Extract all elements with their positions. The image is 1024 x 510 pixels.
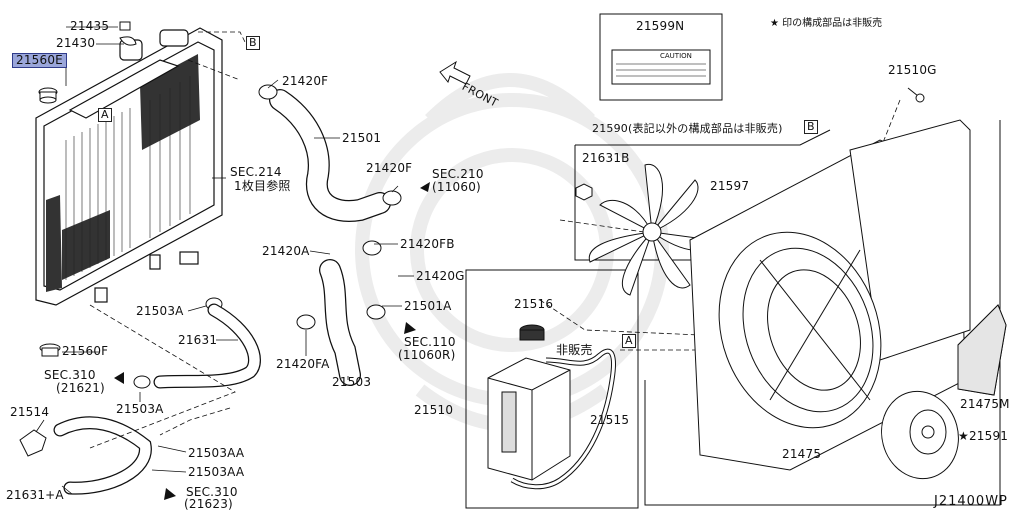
filler-parts-21435-21430[interactable] (119, 21, 137, 46)
label-21599n[interactable]: 21599N (636, 19, 685, 33)
label-21420fb[interactable]: 21420FB (400, 237, 455, 251)
reservoir-tank-21510[interactable] (487, 357, 571, 481)
seal-21475m[interactable] (957, 304, 1007, 396)
label-sec110-code: (11060R) (398, 348, 456, 362)
label-sec310-2[interactable]: SEC.310 (186, 485, 238, 499)
hose-clamps[interactable] (133, 84, 402, 389)
label-21420f-mid[interactable]: 21420F (366, 161, 413, 175)
bolt-21510g[interactable] (907, 87, 925, 103)
label-21591[interactable]: ★21591 (958, 429, 1009, 443)
diagram-code: J21400WP (934, 494, 1008, 509)
label-21435[interactable]: 21435 (70, 19, 110, 33)
fitting-21514[interactable] (19, 429, 47, 457)
hose-21631[interactable] (153, 303, 261, 389)
label-21420a[interactable]: 21420A (262, 244, 310, 258)
label-sec310-2-code: (21623) (184, 497, 233, 510)
label-21420g[interactable]: 21420G (416, 269, 465, 283)
lower-hose-21503[interactable] (319, 259, 361, 386)
label-21514[interactable]: 21514 (10, 405, 50, 419)
label-21590[interactable]: 21590(表記以外の構成部品は非販売) (592, 122, 783, 135)
radiator[interactable] (35, 27, 223, 306)
overflow-hose-21515[interactable] (510, 348, 616, 490)
reservoir-cap-21516[interactable] (519, 324, 545, 341)
label-21501a[interactable]: 21501A (404, 299, 452, 313)
drain-cap-21560e[interactable] (38, 87, 58, 104)
label-sec210[interactable]: SEC.210 (432, 167, 484, 181)
callout-b-shroud[interactable]: B (804, 120, 818, 134)
label-21599n-frame (599, 13, 723, 101)
fan-blade-21597[interactable] (588, 163, 713, 296)
label-21560e-selected[interactable]: 21560E (12, 53, 67, 68)
hose-21631a[interactable] (53, 416, 152, 495)
label-21560f[interactable]: 21560F (62, 344, 109, 358)
caution-text: CAUTION (660, 52, 692, 60)
label-21510[interactable]: 21510 (414, 403, 454, 417)
fan-motor-21591[interactable] (872, 383, 968, 488)
label-21503[interactable]: 21503 (332, 375, 372, 389)
upper-hose-21501[interactable] (269, 89, 391, 222)
legend-note: ★ 印の構成部品は非販売 (770, 18, 883, 29)
label-sec310-1[interactable]: SEC.310 (44, 368, 96, 382)
front-arrow (439, 60, 471, 85)
label-21475[interactable]: 21475 (782, 447, 822, 461)
nut-21631b[interactable] (575, 183, 593, 201)
callout-a-radiator[interactable]: A (98, 108, 112, 122)
label-sec110[interactable]: SEC.110 (404, 335, 456, 349)
label-21503a-bot[interactable]: 21503A (116, 402, 164, 416)
solid-leaders (35, 26, 414, 495)
label-21503aa-1[interactable]: 21503AA (188, 446, 245, 460)
label-sec210-code: (11060) (432, 180, 481, 194)
label-21420fa[interactable]: 21420FA (276, 357, 330, 371)
label-21501[interactable]: 21501 (342, 131, 382, 145)
label-sec310-1-code: (21621) (56, 381, 105, 395)
label-21510g[interactable]: 21510G (888, 63, 937, 77)
callout-a-tank[interactable]: A (622, 334, 636, 348)
label-21631a[interactable]: 21631+A (6, 488, 64, 502)
label-21430[interactable]: 21430 (56, 36, 96, 50)
leader-lines (89, 31, 901, 449)
label-sec214[interactable]: SEC.214 (230, 165, 282, 179)
label-21597[interactable]: 21597 (710, 179, 750, 193)
label-21631b[interactable]: 21631B (582, 151, 630, 165)
label-hibaibai: 非販売 (556, 343, 593, 357)
label-21515[interactable]: 21515 (590, 413, 630, 427)
label-21475m[interactable]: 21475M (960, 397, 1010, 411)
label-21631[interactable]: 21631 (178, 333, 218, 347)
reservoir-section-frame (465, 269, 639, 509)
drain-cap-21560f[interactable] (39, 343, 61, 357)
label-21420f-top[interactable]: 21420F (282, 74, 329, 88)
label-21503a-top[interactable]: 21503A (136, 304, 184, 318)
label-21503aa-2[interactable]: 21503AA (188, 465, 245, 479)
callout-b-radiator[interactable]: B (246, 36, 260, 50)
sec-arrows (114, 182, 430, 500)
label-21516[interactable]: 21516 (514, 297, 554, 311)
label-sec214-note: 1枚目参照 (234, 179, 291, 193)
